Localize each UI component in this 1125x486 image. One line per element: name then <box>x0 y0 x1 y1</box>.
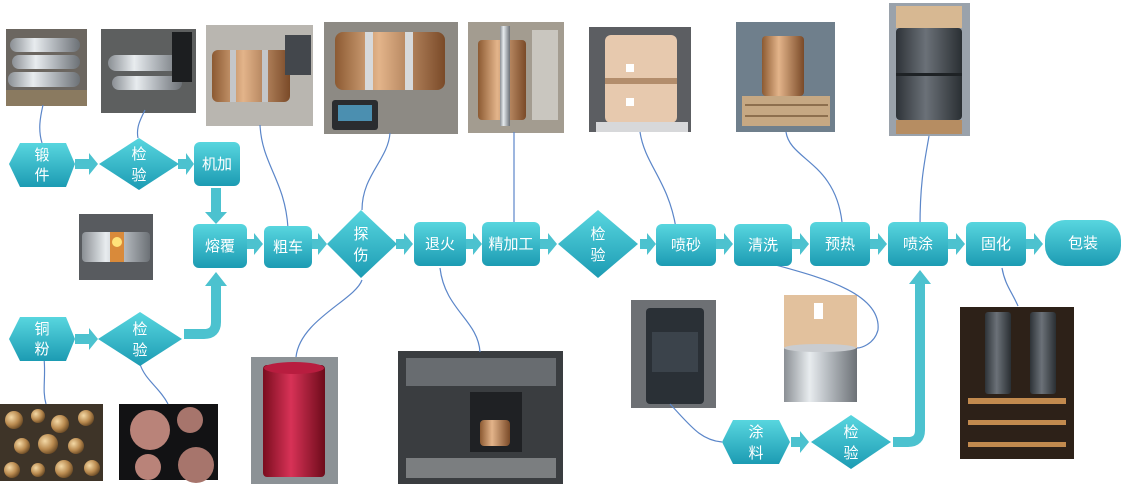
photo-rough-turning <box>206 25 313 126</box>
rough-turning-label: 粗车 <box>273 238 303 256</box>
node-curing: 固化 <box>966 222 1026 266</box>
inspect-powder-label-line1: 检 <box>132 320 147 338</box>
photo-preheating <box>736 22 835 132</box>
arrow-coating-to-inspect <box>791 431 809 453</box>
photo-flaw-detection-dye <box>251 357 338 484</box>
arrow-head-to-cladding <box>205 272 227 286</box>
arrow-inspect-to-sandblast <box>640 233 656 255</box>
forging-label-line1: 锻 <box>34 146 49 164</box>
photo-flaw-detection <box>324 22 458 134</box>
inspect-main-label-line2: 验 <box>590 246 605 264</box>
node-cleaning: 清洗 <box>734 224 792 266</box>
photo-finish-machining <box>468 22 564 133</box>
inspect-coating-label-line2: 验 <box>843 444 858 462</box>
arrow-head-to-spraying <box>909 270 931 284</box>
node-sandblasting: 喷砂 <box>656 224 716 266</box>
arrow-cure-to-pack <box>1026 233 1043 255</box>
packaging-label: 包装 <box>1068 234 1098 252</box>
arrow-powder-to-inspect <box>75 328 98 350</box>
photo-copper-powder-beads <box>0 404 103 481</box>
arrow-finish-to-inspect <box>540 233 557 255</box>
photo-curing-oven <box>960 307 1074 459</box>
photo-cleaning-part <box>784 295 857 402</box>
inspect-coating-label-line1: 检 <box>843 423 858 441</box>
node-inspect-forging: 检 验 <box>99 138 179 190</box>
photo-spraying <box>889 3 970 136</box>
node-preheating: 预热 <box>810 222 870 266</box>
callout-connectors <box>39 104 1019 443</box>
curing-label: 固化 <box>981 235 1011 253</box>
arrow-flaw-to-anneal <box>396 233 413 255</box>
sandblasting-label: 喷砂 <box>671 236 701 254</box>
photo-annealing-furnace <box>398 351 563 484</box>
inspect-forging-label-line1: 检 <box>131 145 146 163</box>
photo-forging-inspection <box>101 29 196 113</box>
node-inspect-powder: 检 验 <box>98 312 182 366</box>
photo-forgings <box>6 29 87 106</box>
copper-powder-label-line2: 粉 <box>34 340 49 358</box>
arrow-cladding-to-rough <box>247 233 263 255</box>
inspect-powder-label-line2: 验 <box>132 341 147 359</box>
arrow-anneal-to-finish <box>466 233 482 255</box>
arrow-sandblast-to-clean <box>716 233 733 255</box>
arrow-inspect-to-machining <box>178 153 194 175</box>
arrow-forging-to-inspect <box>75 153 98 175</box>
cladding-label: 熔覆 <box>205 237 235 255</box>
photo-copper-powder-micrograph <box>119 404 218 483</box>
node-inspect-main: 检 验 <box>558 210 638 278</box>
inspect-forging-label-line2: 验 <box>131 166 146 184</box>
arrow-clean-to-preheat <box>792 233 809 255</box>
annealing-label: 退火 <box>425 235 455 253</box>
flaw-detection-label-line1: 探 <box>353 225 368 243</box>
node-spraying: 喷涂 <box>888 222 948 266</box>
arrow-spray-to-cure <box>948 233 965 255</box>
node-inspect-coating: 检 验 <box>811 415 891 469</box>
forging-label-line2: 件 <box>34 166 49 184</box>
arrow-coating-inspect-to-spraying <box>893 282 925 447</box>
cleaning-label: 清洗 <box>748 236 778 254</box>
coating-label-line2: 料 <box>748 444 763 462</box>
photo-coating-container <box>631 300 716 408</box>
preheating-label: 预热 <box>825 235 855 253</box>
node-packaging: 包装 <box>1045 220 1121 266</box>
node-forging: 锻 件 <box>9 143 75 187</box>
node-rough-turning: 粗车 <box>264 226 312 268</box>
node-machining: 机加 <box>194 142 240 186</box>
node-finish-machining: 精加工 <box>482 222 540 266</box>
flow-arrows <box>75 153 1043 453</box>
node-coating: 涂 料 <box>722 420 790 464</box>
spraying-label: 喷涂 <box>903 235 933 253</box>
coating-label-line1: 涂 <box>748 423 763 441</box>
node-copper-powder: 铜 粉 <box>9 317 75 361</box>
arrow-preheat-to-spray <box>870 233 887 255</box>
finish-machining-label: 精加工 <box>488 235 533 253</box>
arrow-rough-to-flaw <box>311 233 327 255</box>
photo-cladding <box>79 214 153 280</box>
copper-powder-label-line1: 铜 <box>34 320 49 338</box>
arrow-machining-to-cladding <box>205 188 227 224</box>
inspect-main-label-line1: 检 <box>590 225 605 243</box>
photo-sandblasting <box>589 27 691 132</box>
arrow-powder-inspect-to-cladding <box>184 284 221 339</box>
node-cladding: 熔覆 <box>193 224 247 268</box>
machining-label: 机加 <box>202 155 232 173</box>
node-annealing: 退火 <box>414 222 466 266</box>
flaw-detection-label-line2: 伤 <box>353 246 368 264</box>
node-flaw-detection: 探 伤 <box>327 210 397 278</box>
